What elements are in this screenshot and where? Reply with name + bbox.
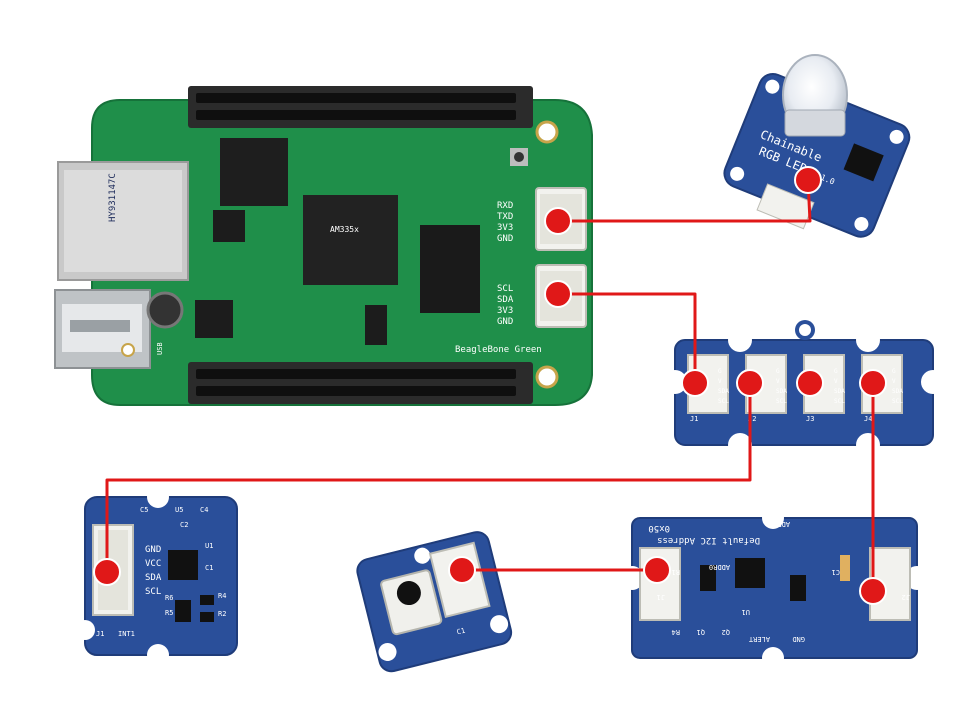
uart-pin-1: TXD [497,212,513,222]
hub-port-label: J1 [690,415,698,423]
hub-port-pin-label: SCL [892,398,903,405]
hub-port-pin-label: SDA [834,388,845,395]
i2c-pin-2: 3V3 [497,306,513,316]
hub-port-pin-label: V [834,378,838,385]
hub-port-pin-label: SCL [834,398,845,405]
endpoint-hub-j4 [860,370,886,396]
accel-part-1: U5 [175,506,183,514]
accel-pin-2: SDA [145,573,162,583]
hub-port-pin-label: SDA [718,388,729,395]
endpoint-hub-j2 [737,370,763,396]
uart-pin-2: 3V3 [497,223,513,233]
i2c-pin-labels: SCL SDA 3V3 GND [497,284,514,327]
ethernet-jack: HY931147C [58,162,188,280]
adc-part-0: ADDR0 [709,563,730,571]
adc-part-4: R1 [672,568,680,576]
adc-chip [735,558,765,588]
beaglebone-green-board: HY931147C USB AM335x BeagleBone Green [55,86,592,405]
hub-port-pin-label: G [718,368,722,375]
hub-port-pin-label: SDA [892,388,903,395]
accel-pin-0: GND [145,545,161,555]
accel-part-2: C4 [200,506,208,514]
hub-port-label: J3 [806,415,814,423]
hub-port-pin-label: G [834,368,838,375]
hub-port-pin-label: V [776,378,780,385]
processor-text: AM335x [330,225,359,234]
adc-part-2: J1 [657,593,665,601]
accel-part-0: C5 [140,506,148,514]
accel-chip [168,550,198,580]
endpoint-rgb-led [795,167,821,193]
hub-port-pin-label: V [718,378,722,385]
accel-part-7: R5 [165,609,173,617]
board-name: BeagleBone Green [455,345,542,355]
accel-pin-3: SCL [145,587,161,597]
top-pin-header [188,86,533,128]
capacitor [148,293,182,327]
bottom-pin-header [188,362,533,404]
regulator-chip [365,305,387,345]
endpoint-hub-j1 [682,370,708,396]
usb-label: USB [156,342,164,355]
hub-port-pin-label: V [892,378,896,385]
accel-part-6: R6 [165,594,173,602]
hub-port-label: J4 [864,415,872,423]
adc-part-5: R4 [672,628,680,636]
adc-part-6: Q1 [697,628,705,636]
accel-part-9: R2 [218,610,226,618]
adc-part-7: Q2 [722,628,730,636]
adc-part-8: U1 [742,608,750,616]
endpoint-uart [545,208,571,234]
adc-part-1: ADDR1 [769,520,790,528]
endpoint-button [449,557,475,583]
hub-port-pin-label: SDA [776,388,787,395]
i2c-pin-1: SDA [497,295,514,305]
accel-part-11: J1 [96,630,104,638]
i2c-pin-0: SCL [497,284,513,294]
uart-pin-0: RXD [497,201,513,211]
endpoint-accel [94,559,120,585]
processor-chip [303,195,398,285]
endpoint-adc-j1 [644,557,670,583]
endpoint-hub-j3 [797,370,823,396]
small-chip [213,210,245,242]
hub-port-pin-label: G [892,368,896,375]
adc-part-9: C1 [832,568,840,576]
i2c-pin-3: GND [497,317,513,327]
adc-part-11: GND [792,635,805,643]
accel-part-3: C2 [180,521,188,529]
accel-part-8: R4 [218,592,226,600]
adc-title-1: Default I2C Address [657,535,760,545]
adc-part-10: ALERT [748,635,770,643]
usb-port: USB [55,290,164,368]
endpoint-adc-j2 [860,578,886,604]
uart-pin-labels: RXD TXD 3V3 GND [497,201,513,244]
button-module: C1 [355,530,514,674]
hub-port-pin-label: SCL [718,398,729,405]
ethernet-jack-text: HY931147C [108,173,118,222]
hub-port-pin-label: SCL [776,398,787,405]
uart-pin-3: GND [497,234,513,244]
hub-port-pin-label: G [776,368,780,375]
adc-title-2: 0x50 [648,523,670,533]
accel-part-5: C1 [205,564,213,572]
accel-pin-1: VCC [145,559,161,569]
accel-part-10: INT1 [118,630,135,638]
flash-chip [420,225,480,313]
endpoint-i2c [545,281,571,307]
accel-part-4: U1 [205,542,213,550]
adc-part-3: J2 [902,593,910,601]
pmic-chip [195,300,233,338]
memory-chip [220,138,288,206]
